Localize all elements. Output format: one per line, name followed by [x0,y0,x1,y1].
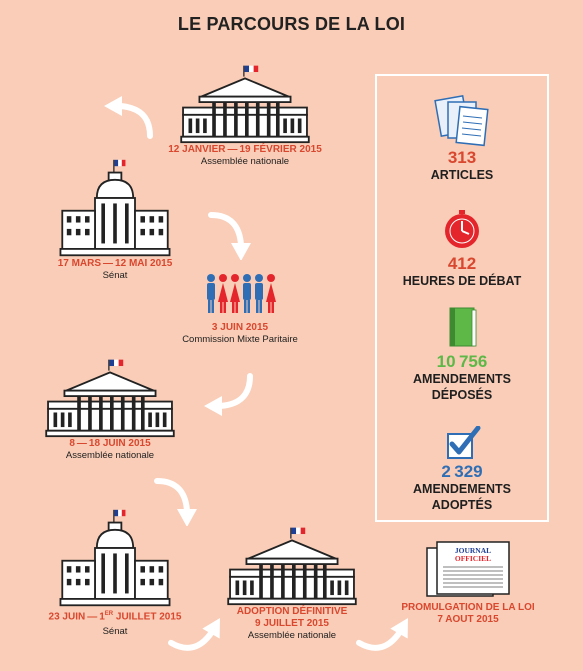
stage-assemblee-1: 12 JANVIER — 19 FÉVRIER 2015 Assemblée n… [145,62,345,168]
stage-date: 17 MARS — 12 MAI 2015 [57,258,173,269]
people-group-icon [207,274,276,313]
stat-label: AMENDEMENTS [413,482,511,496]
documents-icon [434,94,489,147]
stat-number: 10 756 [436,352,488,371]
stage-assemblee-2: 8 — 18 JUIN 2015 Assemblée nationale [20,356,200,462]
stage-place: Assemblée nationale [247,630,337,641]
stat-amendements-deposes: 10 756 AMENDEMENTS DÉPOSÉS [377,304,547,403]
stage-cmp: 3 JUIN 2015 Commission Mixte Paritaire [160,272,320,346]
stage-adoption: ADOPTION DÉFINITIVE 9 JUILLET 2015 Assem… [214,524,370,642]
book-icon [449,307,477,347]
stage-place: Sénat [102,270,128,281]
stage-place: Assemblée nationale [65,450,155,461]
stat-label: HEURES DE DÉBAT [402,274,522,288]
stat-number: 412 [447,254,477,273]
stage-date: 8 — 18 JUIN 2015 [69,438,151,449]
stage-date: 3 JUIN 2015 [211,322,269,333]
stage-place: Sénat [102,626,128,638]
stage-promulgation: JOURNAL OFFICIEL PROMULGATION DE LA LOI … [380,540,556,626]
senat-building-icon [59,508,171,608]
assemblee-building-icon [180,62,310,144]
assemblee-building-icon [45,356,175,438]
arrow-icon [196,210,256,260]
stage-date: 7 AOUT 2015 [437,614,499,625]
stage-senat-1: 17 MARS — 12 MAI 2015 Sénat [30,158,200,282]
stage-date: ADOPTION DÉFINITIVE [236,606,348,617]
arrow-icon [200,366,260,416]
stage-senat-2: 23 JUIN — 1ER JUILLET 2015 Sénat [30,508,200,638]
assemblee-building-icon [227,524,357,606]
stage-date: PROMULGATION DE LA LOI [401,602,535,613]
stage-place: Assemblée nationale [200,156,290,167]
stats-panel: 313 ARTICLES 412 HEURES DE DÉBAT 10 756 … [375,74,549,522]
stat-amendements-adoptes: 2 329 AMENDEMENTS ADOPTÉS [377,426,547,513]
stat-number: 313 [447,148,477,167]
stat-number: 2 329 [441,462,483,481]
stage-place: Commission Mixte Paritaire [182,334,298,345]
page-title: LE PARCOURS DE LA LOI [177,14,406,34]
stage-date: 12 JANVIER — 19 FÉVRIER 2015 [168,144,322,155]
stat-heures: 412 HEURES DE DÉBAT [377,210,547,289]
stat-label: DÉPOSÉS [431,388,493,402]
arrow-icon [100,96,160,146]
stat-label: ARTICLES [430,168,494,182]
clock-icon [445,210,479,248]
stat-label: ADOPTÉS [431,498,493,512]
stat-articles: 313 ARTICLES [377,94,547,183]
newspaper-icon: JOURNAL OFFICIEL [426,541,510,597]
stage-date: 23 JUIN — 1ER JUILLET 2015 [48,611,182,623]
checkbox-icon [447,426,481,459]
newspaper-title: JOURNAL [455,546,491,555]
stage-date: 9 JUILLET 2015 [255,618,329,629]
newspaper-title: OFFICIEL [455,554,491,563]
senat-building-icon [59,158,171,258]
stat-label: AMENDEMENTS [413,372,511,386]
